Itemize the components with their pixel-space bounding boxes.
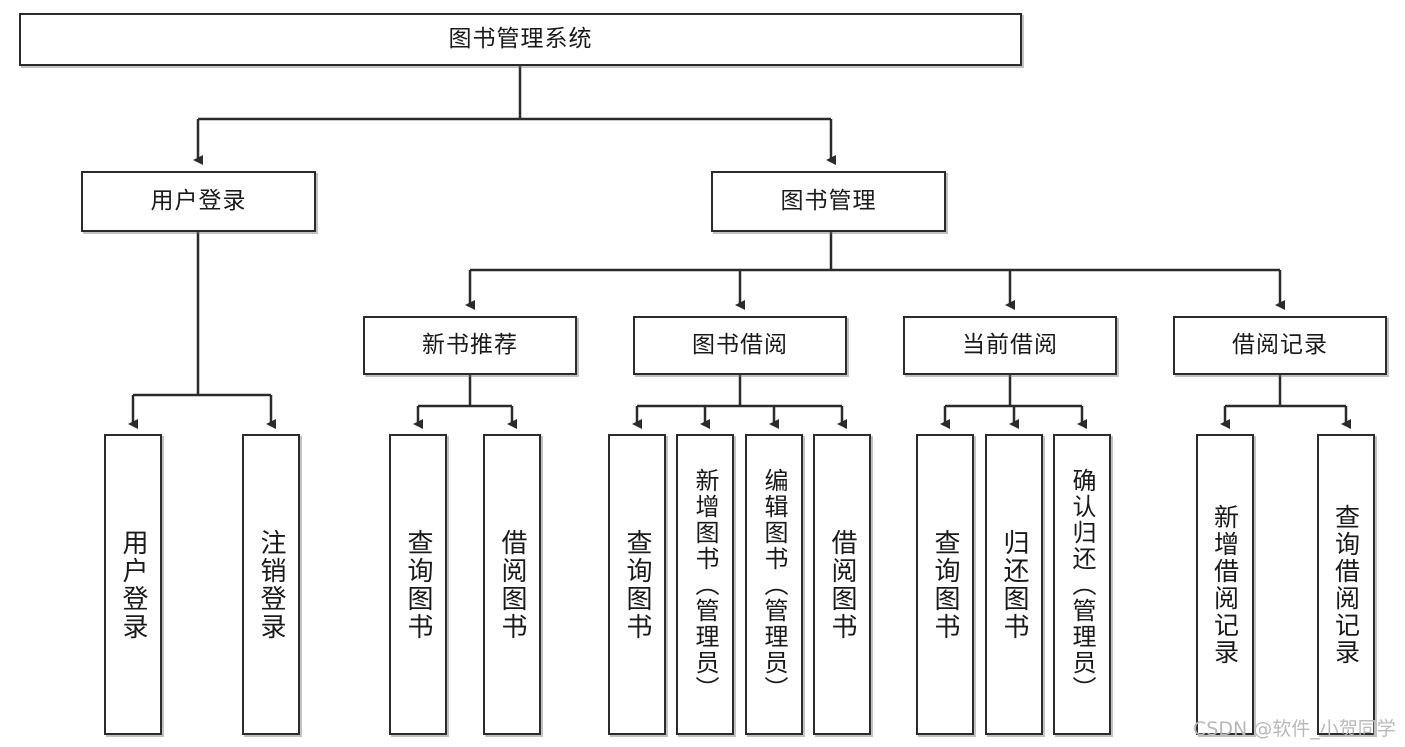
node-leaf-user-login[interactable]: 用户登录 (104, 434, 162, 735)
node-current-borrow[interactable]: 当前借阅 (903, 316, 1117, 375)
node-label: 注销登录 (256, 528, 286, 641)
node-leaf-query-book-1[interactable]: 查询图书 (389, 434, 447, 735)
node-leaf-borrow-book-1[interactable]: 借阅图书 (483, 434, 541, 735)
node-label: 新书推荐 (422, 332, 518, 359)
node-label: 图书借阅 (692, 332, 788, 359)
node-leaf-return-book[interactable]: 归还图书 (985, 434, 1043, 735)
node-label: 查询借阅记录 (1331, 503, 1361, 666)
node-root-system[interactable]: 图书管理系统 (19, 13, 1022, 66)
node-label: 确认归还（管理员） (1068, 467, 1096, 702)
watermark: CSDN @软件_小贺同学 (1193, 718, 1396, 740)
node-label: 新增借阅记录 (1210, 503, 1240, 666)
node-new-book-recommend[interactable]: 新书推荐 (363, 316, 577, 375)
node-leaf-add-borrow-record[interactable]: 新增借阅记录 (1196, 434, 1254, 735)
node-label: 当前借阅 (962, 332, 1058, 359)
node-label: 图书管理 (780, 188, 877, 215)
node-leaf-logout[interactable]: 注销登录 (242, 434, 300, 735)
node-label: 图书管理系统 (448, 26, 593, 53)
node-label: 查询图书 (622, 528, 652, 641)
node-label: 新增图书（管理员） (691, 467, 719, 702)
node-leaf-edit-book-admin[interactable]: 编辑图书（管理员） (745, 434, 803, 735)
node-label: 借阅图书 (497, 528, 527, 641)
node-book-borrow[interactable]: 图书借阅 (633, 316, 847, 375)
node-label: 借阅记录 (1232, 332, 1328, 359)
node-label: 编辑图书（管理员） (760, 467, 788, 702)
node-user-login[interactable]: 用户登录 (81, 171, 316, 232)
node-label: 查询图书 (930, 528, 960, 641)
node-label: 归还图书 (999, 528, 1029, 641)
node-leaf-confirm-return-admin[interactable]: 确认归还（管理员） (1053, 434, 1111, 735)
node-leaf-add-book-admin[interactable]: 新增图书（管理员） (676, 434, 734, 735)
node-label: 借阅图书 (827, 528, 857, 641)
node-label: 用户登录 (118, 528, 148, 641)
node-book-manage[interactable]: 图书管理 (711, 171, 946, 232)
node-leaf-query-book-3[interactable]: 查询图书 (916, 434, 974, 735)
node-label: 查询图书 (403, 528, 433, 641)
node-leaf-borrow-book-2[interactable]: 借阅图书 (813, 434, 871, 735)
node-leaf-query-borrow-record[interactable]: 查询借阅记录 (1317, 434, 1375, 735)
node-leaf-query-book-2[interactable]: 查询图书 (608, 434, 666, 735)
node-borrow-record[interactable]: 借阅记录 (1173, 316, 1387, 375)
node-label: 用户登录 (150, 188, 247, 215)
